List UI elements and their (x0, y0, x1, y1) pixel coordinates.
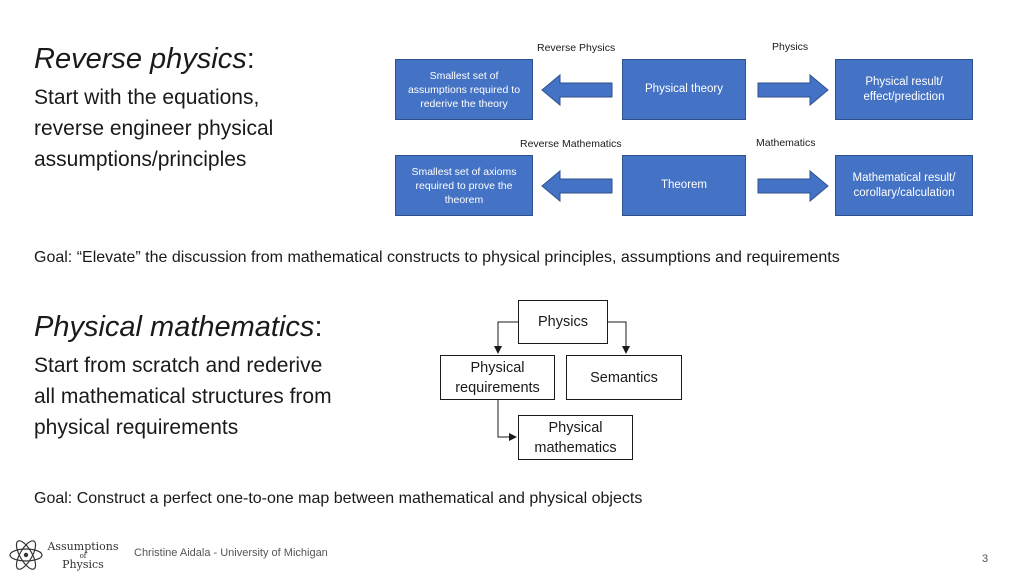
section2-line: all mathematical structures from (34, 385, 332, 408)
footer-author: Christine Aidala - University of Michiga… (134, 547, 328, 559)
logo-line: Assumptions (47, 540, 119, 553)
label-physics: Physics (772, 41, 809, 53)
box-physical-requirements-line: Physical (470, 359, 525, 376)
atom-logo-icon (8, 537, 44, 573)
section2-heading-colon: : (314, 311, 323, 343)
section1-line: reverse engineer physical (34, 117, 274, 140)
section2-line: Start from scratch and rederive (34, 354, 323, 377)
section1-heading: Reverse physics: (34, 42, 255, 77)
goal-elevate: Goal: “Elevate” the discussion from math… (34, 249, 840, 266)
box-physical-mathematics-line: Physical (548, 419, 603, 436)
box-smallest-assumptions: Smallest set of assumptions required to … (395, 59, 533, 120)
box-physical-theory: Physical theory (622, 59, 746, 120)
box-semantics: Semantics (566, 355, 682, 400)
section1-line: assumptions/principles (34, 148, 247, 171)
box-smallest-axioms: Smallest set of axioms required to prove… (395, 155, 533, 216)
label-reverse-physics: Reverse Physics (537, 42, 616, 54)
box-physical-requirements: Physical requirements (440, 355, 555, 400)
label-mathematics: Mathematics (756, 137, 816, 149)
box-theorem: Theorem (622, 155, 746, 216)
flow-connectors (494, 321, 630, 441)
logo-line: of (79, 552, 87, 560)
section2-line: physical requirements (34, 416, 239, 439)
section1-heading-text: Reverse physics (34, 43, 247, 75)
section1-line: Start with the equations, (34, 86, 260, 109)
goal-map: Goal: Construct a perfect one-to-one map… (34, 490, 643, 507)
section2-heading: Physical mathematics: (34, 310, 323, 345)
box-mathematical-result: Mathematical result/ corollary/calculati… (835, 155, 973, 216)
left-arrow-icon (541, 169, 613, 203)
box-physical-mathematics: Physical mathematics (518, 415, 633, 460)
section2-heading-text: Physical mathematics (34, 311, 315, 343)
logo-line: Physics (62, 558, 104, 571)
page-number: 3 (982, 553, 989, 565)
right-arrow-icon (757, 73, 829, 107)
logo-wordmark: Assumptions of Physics (46, 541, 120, 571)
box-physical-mathematics-line: mathematics (534, 439, 617, 456)
box-physical-requirements-line: requirements (455, 379, 540, 396)
right-arrow-icon (757, 169, 829, 203)
box-physics: Physics (518, 300, 608, 344)
section1-description: Start with the equations, reverse engine… (34, 82, 273, 175)
section2-description: Start from scratch and rederive all math… (34, 350, 332, 443)
label-reverse-mathematics: Reverse Mathematics (520, 138, 622, 150)
box-physical-result: Physical result/ effect/prediction (835, 59, 973, 120)
section1-heading-colon: : (246, 43, 255, 75)
left-arrow-icon (541, 73, 613, 107)
